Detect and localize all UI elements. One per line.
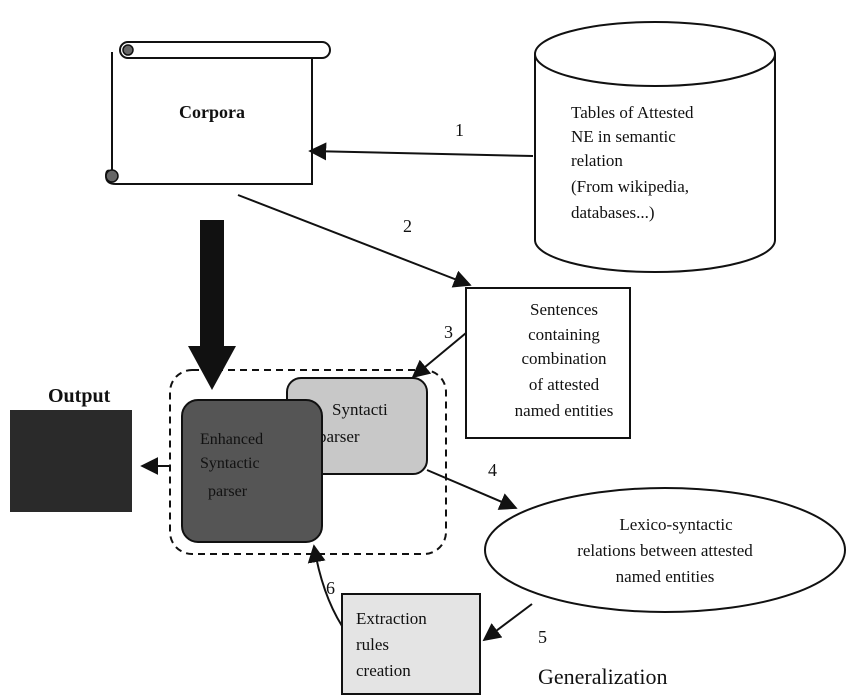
extraction-line-1: Extraction	[356, 609, 427, 628]
extraction-line-2: rules	[356, 635, 389, 654]
step-5-label: 5	[538, 627, 547, 647]
lexico-ellipse: Lexico-syntactic relations between attes…	[484, 487, 846, 613]
db-line-2: NE in semantic	[571, 127, 676, 146]
sentences-line-2: containing	[528, 325, 600, 344]
sentences-line-4: of attested	[529, 375, 600, 394]
syntactic-line-2: parser	[318, 427, 360, 446]
lexico-line-1: Lexico-syntactic	[619, 515, 733, 534]
scroll-top-roll	[119, 41, 331, 59]
step-2-label: 2	[403, 216, 412, 236]
enhanced-line-2: Syntactic	[200, 455, 260, 472]
step-1-label: 1	[455, 120, 464, 140]
arrow-2	[237, 194, 472, 288]
db-line-5: databases...)	[571, 203, 655, 222]
arrow-1	[308, 142, 534, 161]
enhanced-parser-box: Enhanced Syntactic parser	[181, 399, 323, 543]
generalization-label: Generalization	[538, 664, 668, 689]
step-4-label: 4	[488, 460, 497, 480]
corpora-scroll: Corpora	[104, 41, 331, 185]
db-line-1: Tables of Attested	[571, 103, 694, 122]
corpora-title: Corpora	[179, 102, 245, 122]
step-6-label: 6	[326, 578, 335, 598]
output-box	[10, 410, 132, 512]
output-label: Output	[48, 385, 111, 407]
extraction-line-3: creation	[356, 661, 411, 680]
sentences-line-3: combination	[522, 349, 607, 368]
scroll-top-curl	[122, 44, 134, 56]
db-line-3: relation	[571, 151, 623, 170]
enhanced-line-1: Enhanced	[200, 431, 263, 448]
sentences-box: Sentences containing combination of atte…	[465, 287, 631, 439]
db-line-4: (From wikipedia,	[571, 177, 689, 196]
sentences-line-5: named entities	[515, 401, 614, 420]
arrow-4	[426, 469, 518, 510]
database-cylinder: Tables of Attested NE in semantic relati…	[534, 21, 776, 273]
lexico-line-2: relations between attested	[577, 541, 753, 560]
scroll-bottom-curl	[105, 169, 119, 183]
lexico-line-3: named entities	[616, 567, 715, 586]
syntactic-line-1: Syntacti	[332, 400, 388, 419]
step-3-label: 3	[444, 322, 453, 342]
enhanced-line-3: parser	[208, 483, 248, 500]
arrow-6	[307, 544, 343, 627]
arrow-5	[482, 603, 533, 642]
extraction-rules-box: Extraction rules creation	[341, 593, 481, 695]
thick-down-arrow	[188, 220, 236, 390]
sentences-line-1: Sentences	[530, 300, 598, 319]
